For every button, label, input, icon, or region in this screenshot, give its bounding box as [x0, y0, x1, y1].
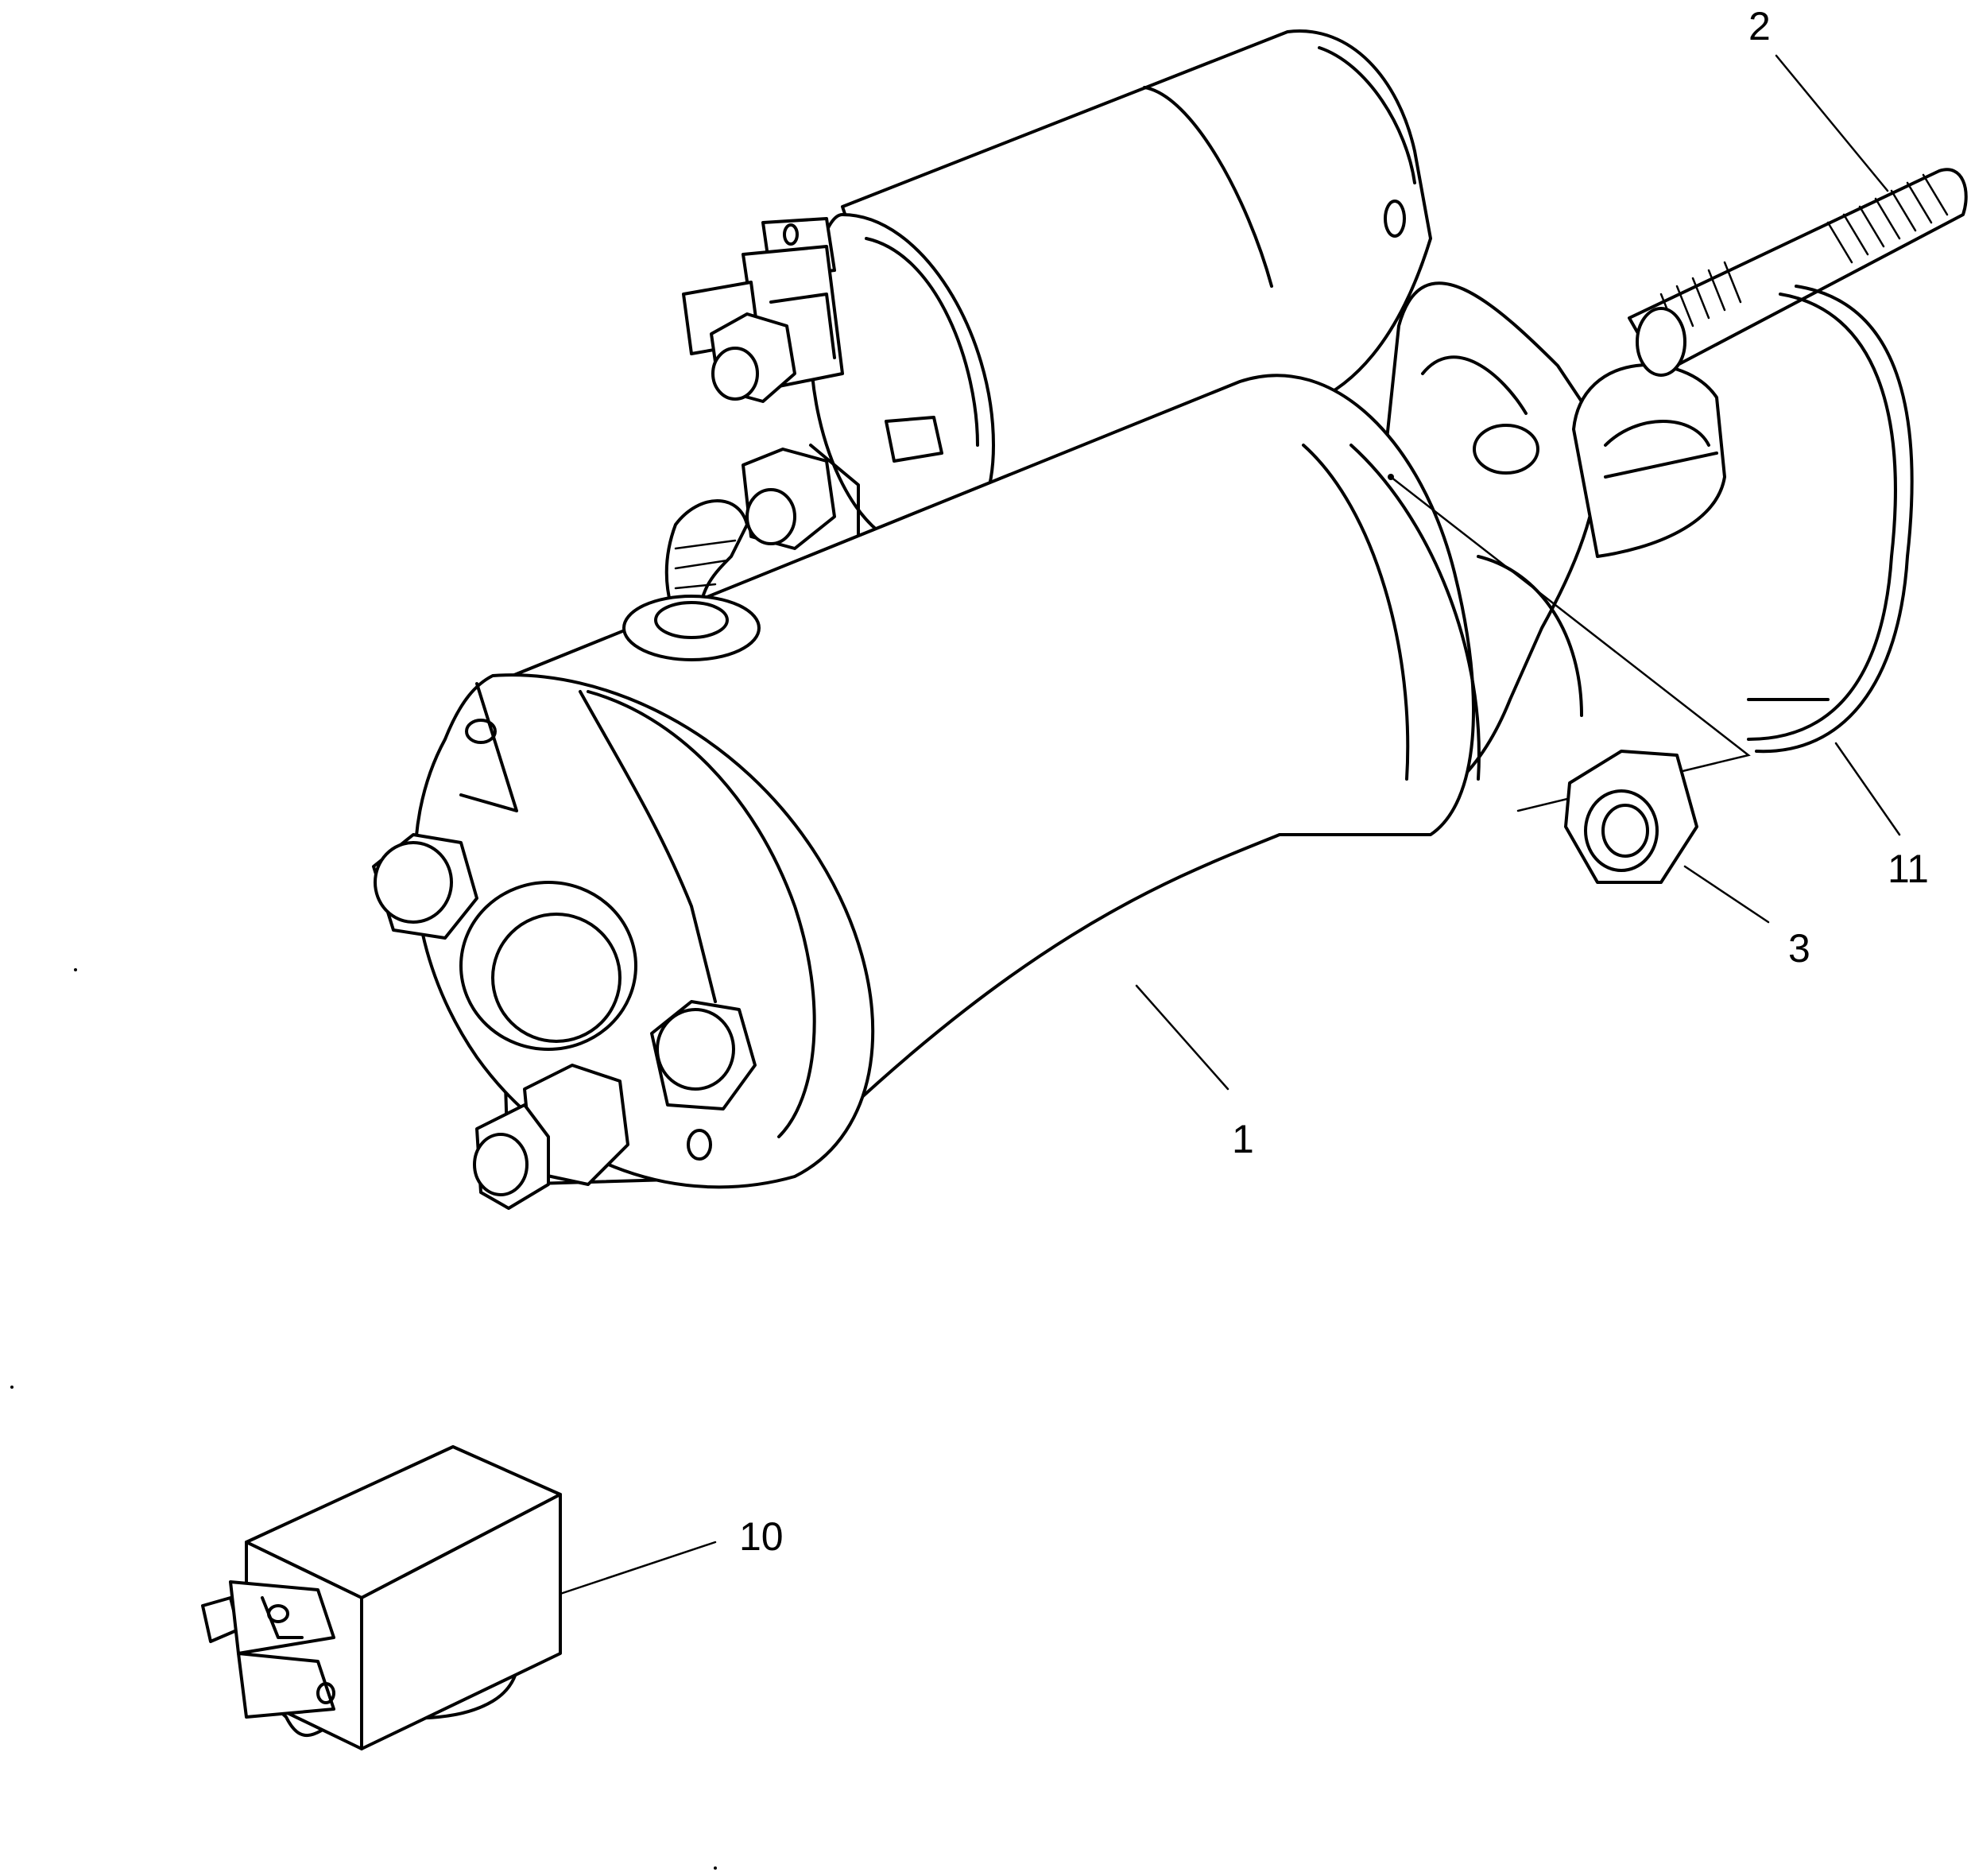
callout-10: 10 [739, 1514, 784, 1559]
leader-line-1 [1135, 984, 1229, 1091]
relay [201, 1445, 562, 1750]
solenoid-terminals [664, 217, 943, 622]
leader-line-3 [1683, 865, 1770, 924]
wire-loop [1747, 285, 1914, 754]
starter-motor [372, 29, 1726, 1210]
hex-nut [1564, 750, 1698, 884]
callout-11: 11 [1888, 847, 1929, 891]
callout-3: 3 [1788, 926, 1810, 971]
leader-lines [559, 54, 1901, 1595]
leader-line-2 [1775, 54, 1889, 192]
leader-line-11 [1834, 742, 1901, 836]
threaded-stud [1628, 168, 1968, 377]
callout-2: 2 [1748, 4, 1771, 48]
leader-line-10 [559, 1541, 717, 1595]
callout-1: 1 [1232, 1117, 1254, 1161]
